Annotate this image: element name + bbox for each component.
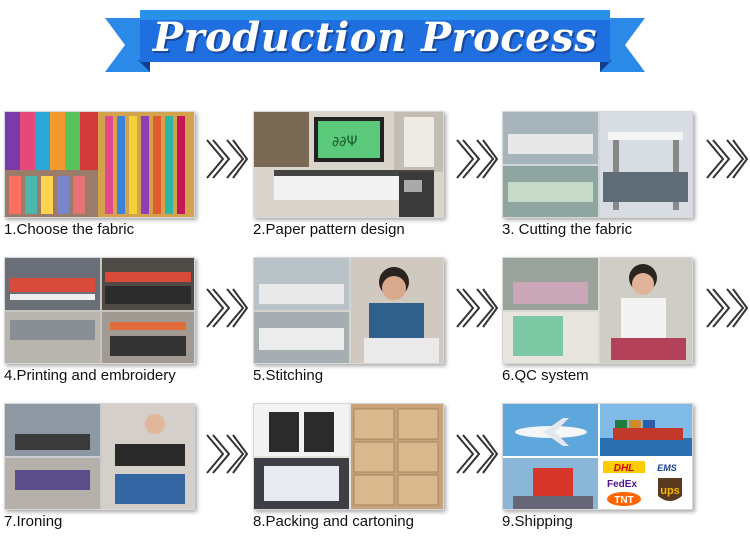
stitching-photo xyxy=(253,257,444,364)
fedex-logo: FedEx xyxy=(607,479,637,490)
chevron-right-icon xyxy=(206,288,249,328)
step-caption: 6.QC system xyxy=(502,367,589,384)
banner-ribbon xyxy=(105,10,645,72)
svg-text:∂∂Ψ: ∂∂Ψ xyxy=(332,134,358,150)
step-caption: 3. Cutting the fabric xyxy=(502,221,633,238)
cutting-photo xyxy=(502,111,693,218)
page-title: Production Process xyxy=(152,14,598,61)
pattern-photo: ∂∂Ψ xyxy=(253,111,444,218)
embroidery-photo xyxy=(4,257,195,364)
chevron-right-icon xyxy=(206,434,249,474)
ups-logo: ups xyxy=(660,485,680,497)
dhl-logo: DHL xyxy=(614,463,635,474)
step-caption: 4.Printing and embroidery xyxy=(4,367,176,384)
step-caption: 8.Packing and cartoning xyxy=(253,513,414,530)
ironing-photo xyxy=(4,403,195,510)
step-caption: 1.Choose the fabric xyxy=(4,221,135,238)
chevron-right-icon xyxy=(706,139,749,179)
chevron-right-icon xyxy=(206,139,249,179)
qc-photo xyxy=(502,257,693,364)
ems-logo: EMS xyxy=(657,463,677,473)
chevron-right-icon xyxy=(456,434,499,474)
packing-photo xyxy=(253,403,444,510)
shipping-photo: DHL EMS FedEx TNT ups xyxy=(502,403,693,510)
step-caption: 5.Stitching xyxy=(253,367,324,384)
step-caption: 2.Paper pattern design xyxy=(253,221,405,238)
fabric-photo xyxy=(4,111,195,218)
step-caption: 9.Shipping xyxy=(502,513,573,530)
chevron-right-icon xyxy=(706,288,749,328)
tnt-logo: TNT xyxy=(614,495,633,506)
step-caption: 7.Ironing xyxy=(4,513,63,530)
chevron-right-icon xyxy=(456,139,499,179)
title-banner: Production Process xyxy=(0,0,750,85)
chevron-right-icon xyxy=(456,288,499,328)
